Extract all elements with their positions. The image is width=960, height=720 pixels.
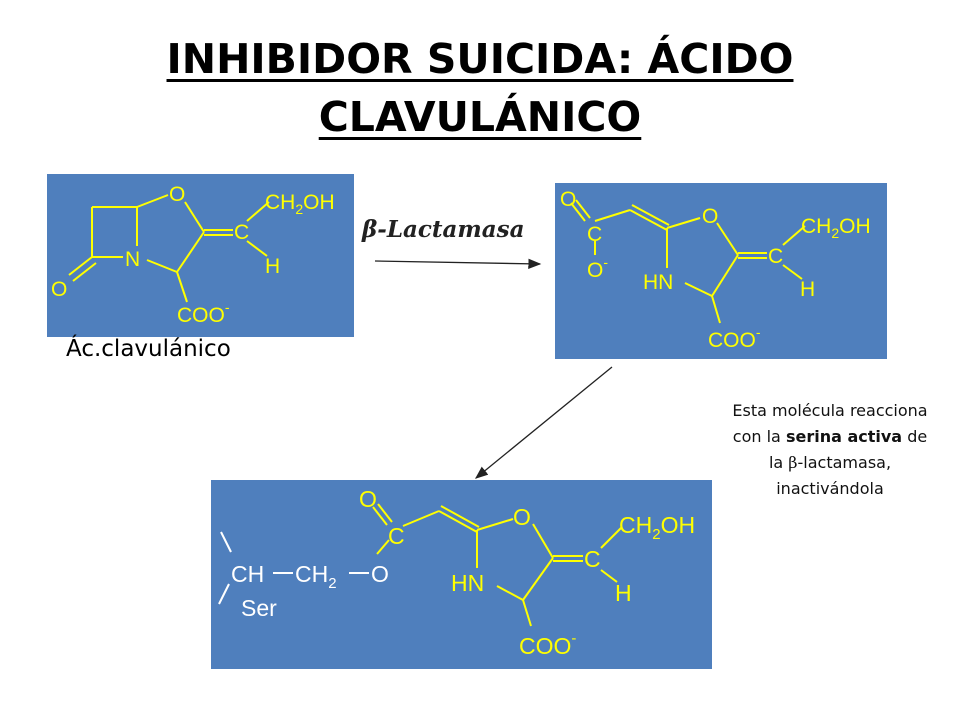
title-line-1: INHIBIDOR SUICIDA: ÁCIDO [166,35,794,83]
acid-caption: Ác.clavulánico [66,336,231,362]
ring-oxygen: O [169,183,185,206]
vinyl-hydrogen: H [800,278,815,301]
title-line-2: CLAVULÁNICO [318,93,642,141]
explanation-note: Esta molécula reacciona con la serina ac… [732,401,928,498]
hydrolyzed-product-structure: O C O- O HN C H CH2OH COO- [555,183,887,359]
vinyl-hydrogen: H [265,255,280,278]
serine-bonds [218,531,369,605]
serine-label: Ser [241,595,277,621]
active-serine-text: serina activa [785,427,903,446]
slide-title: INHIBIDOR SUICIDA: ÁCIDO CLAVULÁNICO [80,30,880,146]
carboxyl-oxygen-anion: O- [587,254,608,282]
carbonyl-oxygen: O [51,278,67,301]
acyl-carbon: C [388,523,405,549]
hydroxymethyl-group: CH2OH [265,191,335,217]
vinyl-carbon: C [584,546,601,572]
acylation-arrow [474,366,613,479]
carboxylate-group: COO- [708,324,761,352]
carboxylate-group: COO- [519,630,576,659]
vinyl-hydrogen: H [615,580,632,606]
acyl-enzyme-structure: CH CH2 O Ser O C O HN C H CH2OH CO [211,480,712,669]
carboxyl-oxygen-top: O [560,188,576,211]
hydrolyzed-product-bonds [570,199,806,324]
serine-oxygen: O [371,561,389,587]
ring-amine: HN [643,271,673,294]
hydroxymethyl-group: CH2OH [619,512,695,543]
vinyl-carbon: C [768,245,783,268]
ring-amine: HN [451,570,484,596]
acyl-carbonyl-oxygen: O [359,486,377,512]
ring-nitrogen: N [125,248,140,271]
clavulanic-acid-structure: O N O C H CH2OH COO- [47,174,354,337]
hydroxymethyl-group: CH2OH [801,215,871,241]
acyl-enzyme-bonds [372,503,622,627]
enzyme-label: β-Lactamasa [362,216,525,243]
clavulanic-acid-bonds [68,194,270,303]
vinyl-carbon: C [234,221,249,244]
carboxyl-carbon: C [587,223,602,246]
serine-ch2: CH2 [295,561,337,592]
carboxylate-group: COO- [177,299,230,327]
beta-symbol: β [788,453,798,472]
hydrolysis-arrow [374,258,542,269]
ring-oxygen: O [702,205,718,228]
serine-ch: CH [231,561,264,587]
ring-oxygen: O [513,504,531,530]
